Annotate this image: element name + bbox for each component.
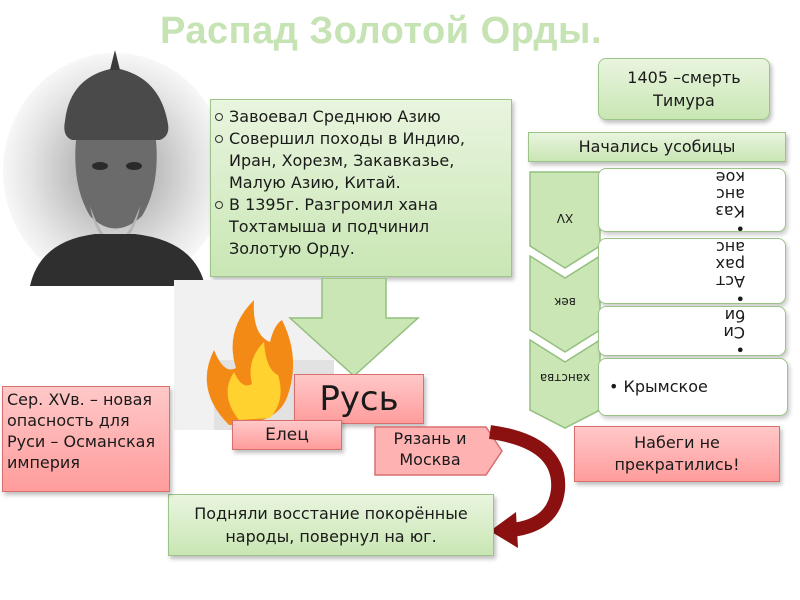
slide-title: Распад Золотой Орды. <box>160 10 603 52</box>
circle-bullet-icon <box>215 201 223 209</box>
flipped-khanate-text: • Си би <box>599 306 785 356</box>
flip-line: анс <box>715 238 745 257</box>
flipped-khanate-text: • Каз анс кое <box>599 168 785 232</box>
bullet-item: Совершил походы в Индию, Иран, Хорезм, З… <box>215 128 503 194</box>
chevron-label: ханства <box>539 371 591 385</box>
crimean-khanate-box: • Крымское <box>598 358 788 416</box>
elets-box: Елец <box>232 420 342 450</box>
circle-bullet-icon <box>215 113 223 121</box>
timur-conquests-box: Завоевал Среднюю Азию Совершил походы в … <box>210 99 512 277</box>
flip-line: Каз <box>715 202 745 221</box>
ottoman-text: Сер. XVв. – новая опасность для Руси – О… <box>7 390 156 472</box>
flipped-khanate-box: • Си би <box>598 306 786 356</box>
flip-line: би <box>724 306 745 325</box>
bullet-text: Завоевал Среднюю Азию <box>229 107 441 126</box>
flip-line: • <box>735 340 745 356</box>
down-arrow-icon <box>288 278 420 378</box>
raids-box: Набеги не прекратились! <box>574 426 780 482</box>
ryazan-moscow-label: Рязань и Москва <box>393 429 467 469</box>
ryazan-moscow-arrow-shape <box>374 426 503 476</box>
flip-line: кое <box>715 168 745 187</box>
ottoman-threat-box: Сер. XVв. – новая опасность для Руси – О… <box>2 386 170 492</box>
timur-death-box: 1405 –смерть Тимура <box>598 58 770 120</box>
strife-box: Начались усобицы <box>528 132 786 162</box>
circle-bullet-icon <box>215 135 223 143</box>
flip-line: анс <box>715 185 745 204</box>
bullet-text: Совершил походы в Индию, Иран, Хорезм, З… <box>229 129 465 192</box>
flip-line: Аст <box>715 272 745 291</box>
timur-portrait <box>3 50 227 286</box>
flip-line: • <box>735 219 745 232</box>
flipped-khanate-text: • Аст рах анс <box>599 238 785 304</box>
chevron-label: век <box>554 295 576 309</box>
curved-arrow-icon <box>488 425 566 548</box>
flipped-khanate-box: • Каз анс кое <box>598 168 786 232</box>
bullet-item: Завоевал Среднюю Азию <box>215 106 503 128</box>
flipped-khanate-box: • Аст рах анс <box>598 238 786 304</box>
rus-box: Русь <box>294 374 424 424</box>
bullet-text: В 1395г. Разгромил хана Тохтамыша и подч… <box>229 195 438 258</box>
flip-line: Си <box>723 323 745 342</box>
bullet-item: В 1395г. Разгромил хана Тохтамыша и подч… <box>215 194 503 260</box>
chevron-label: XV <box>556 211 574 225</box>
revolt-box: Подняли восстание покорённые народы, пов… <box>168 494 494 556</box>
flip-line: • <box>735 289 745 304</box>
flip-line: рах <box>715 255 745 274</box>
